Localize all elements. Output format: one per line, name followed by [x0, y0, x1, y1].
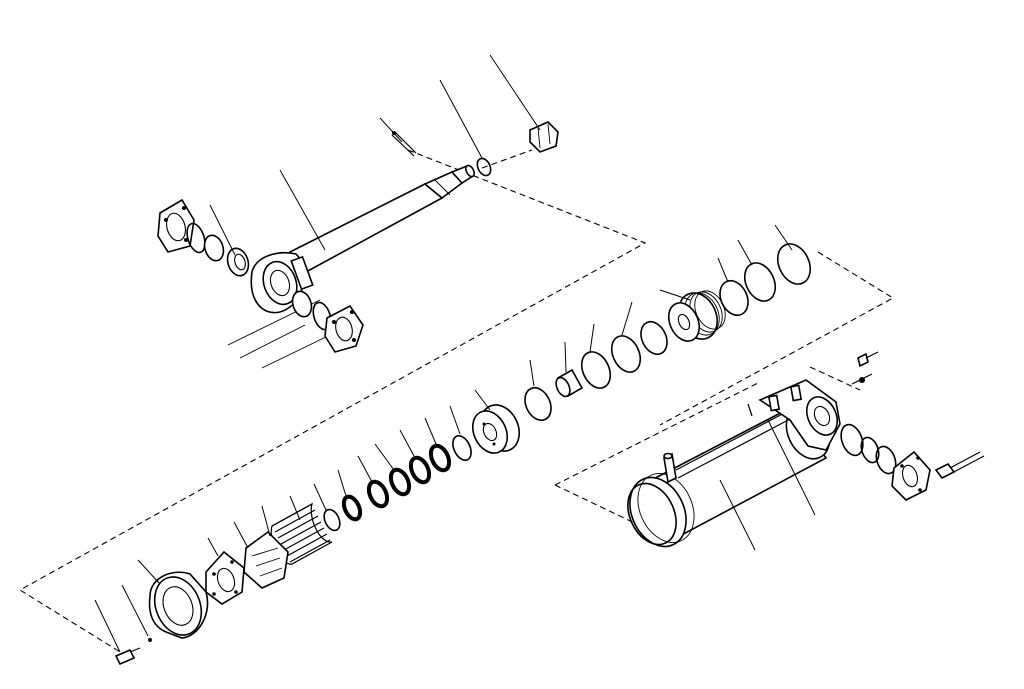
rod-eye-ring-left: [186, 222, 206, 254]
rod-eye-washer-left: [203, 234, 225, 262]
callout-leader-lines: [94, 54, 816, 653]
rod-eye-flange-right: [324, 304, 364, 353]
piston-rod-assembly: [157, 164, 475, 369]
wear-ring-a: [640, 320, 668, 356]
wear-ring-c: [580, 351, 612, 389]
seal-ring-b: [743, 262, 777, 302]
clevis-ring-a: [860, 436, 880, 464]
rod-end-hardware: [391, 121, 559, 177]
lock-bolt: [114, 647, 141, 666]
seal-ring-a: [776, 243, 812, 285]
rod-eye-washer-right: [291, 290, 313, 318]
wiper-ring: [323, 508, 341, 532]
wear-ring-b: [610, 335, 642, 373]
rod-seal-d: [366, 479, 390, 509]
grease-fitting: [851, 351, 879, 385]
rod-seal-a: [428, 443, 452, 473]
barrel-clevis: [758, 379, 841, 451]
gland-o-ring: [452, 434, 472, 462]
assembly-dashed-guides: [18, 149, 895, 656]
spacer-sleeve: [555, 368, 584, 398]
clevis-ring-b: [875, 445, 897, 475]
barrel-ports: [747, 384, 803, 417]
barrel-port-tube: [663, 409, 793, 484]
clevis-bushing: [840, 423, 864, 457]
bearing-flange: [205, 550, 245, 605]
seal-ring-c: [719, 279, 749, 317]
castle-nut: [529, 121, 559, 153]
backup-ring: [524, 386, 552, 422]
clevis-flange: [891, 450, 931, 501]
rod-seal-c: [388, 467, 412, 497]
piston-seal-stack: [114, 243, 812, 666]
cylinder-barrel-assembly: [627, 351, 985, 548]
clevis-bolt: [934, 451, 985, 480]
rod-seal-e: [341, 494, 363, 522]
end-cap-filter: [243, 530, 289, 589]
piston: [667, 290, 726, 342]
gland: [471, 404, 521, 454]
rod-seal-b: [408, 455, 432, 485]
piston-rod: [288, 164, 475, 274]
rod-o-ring: [476, 157, 492, 177]
gland-nut: [148, 571, 209, 639]
